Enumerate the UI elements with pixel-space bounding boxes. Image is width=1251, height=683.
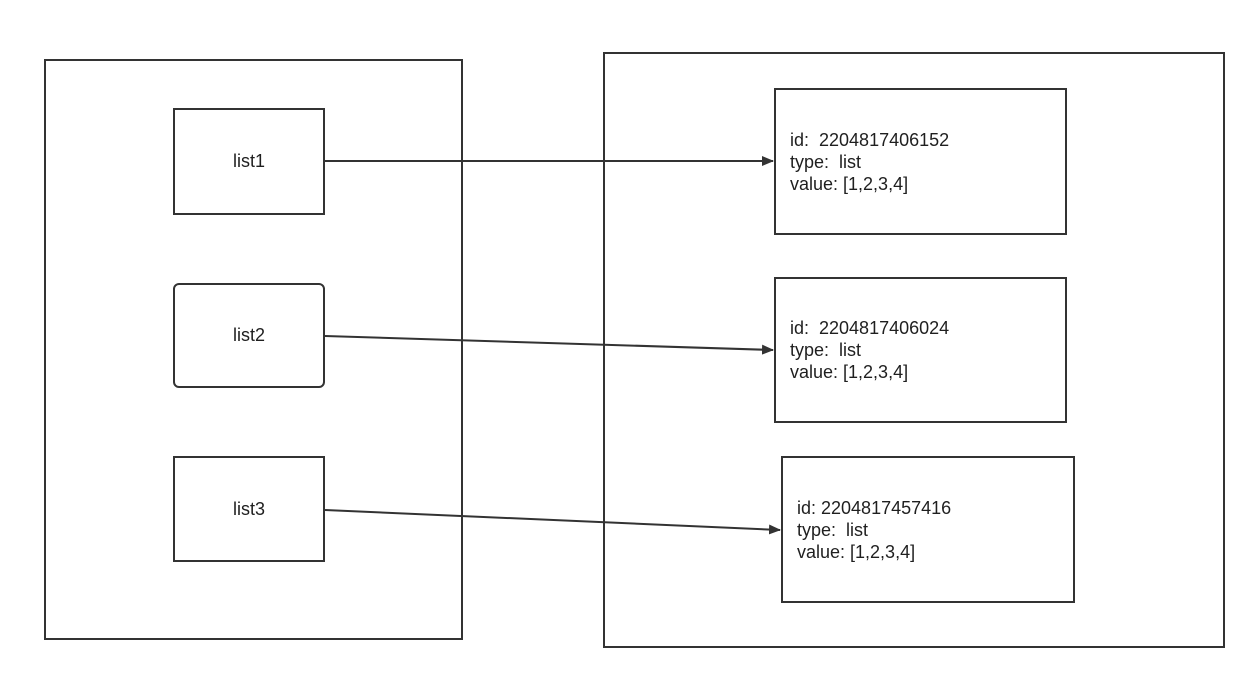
object-value: value: [1,2,3,4] xyxy=(790,173,909,194)
object-type: type: list xyxy=(797,519,869,540)
variable-label: list1 xyxy=(232,151,265,171)
object-type: type: list xyxy=(790,340,862,360)
variable-box-list2: list2 xyxy=(173,283,325,388)
variable-box-list3: list3 xyxy=(173,456,325,562)
object-box-2: id: 2204817406024 type: list value: [1,2… xyxy=(774,277,1067,423)
object-id: id: 2204817406024 xyxy=(790,318,950,338)
object-value: value: [1,2,3,4] xyxy=(797,541,916,562)
object-type: type: list xyxy=(790,151,862,172)
object-id: id: 2204817406152 xyxy=(790,129,950,150)
variable-label: list3 xyxy=(232,498,265,519)
object-box-1: id: 2204817406152 type: list value: [1,2… xyxy=(774,88,1067,235)
object-value: value: [1,2,3,4] xyxy=(790,362,909,382)
variable-label: list2 xyxy=(232,325,265,345)
object-id: id: 2204817457416 xyxy=(797,497,952,518)
variable-box-list1: list1 xyxy=(173,108,325,215)
object-box-3: id: 2204817457416 type: list value: [1,2… xyxy=(781,456,1075,603)
